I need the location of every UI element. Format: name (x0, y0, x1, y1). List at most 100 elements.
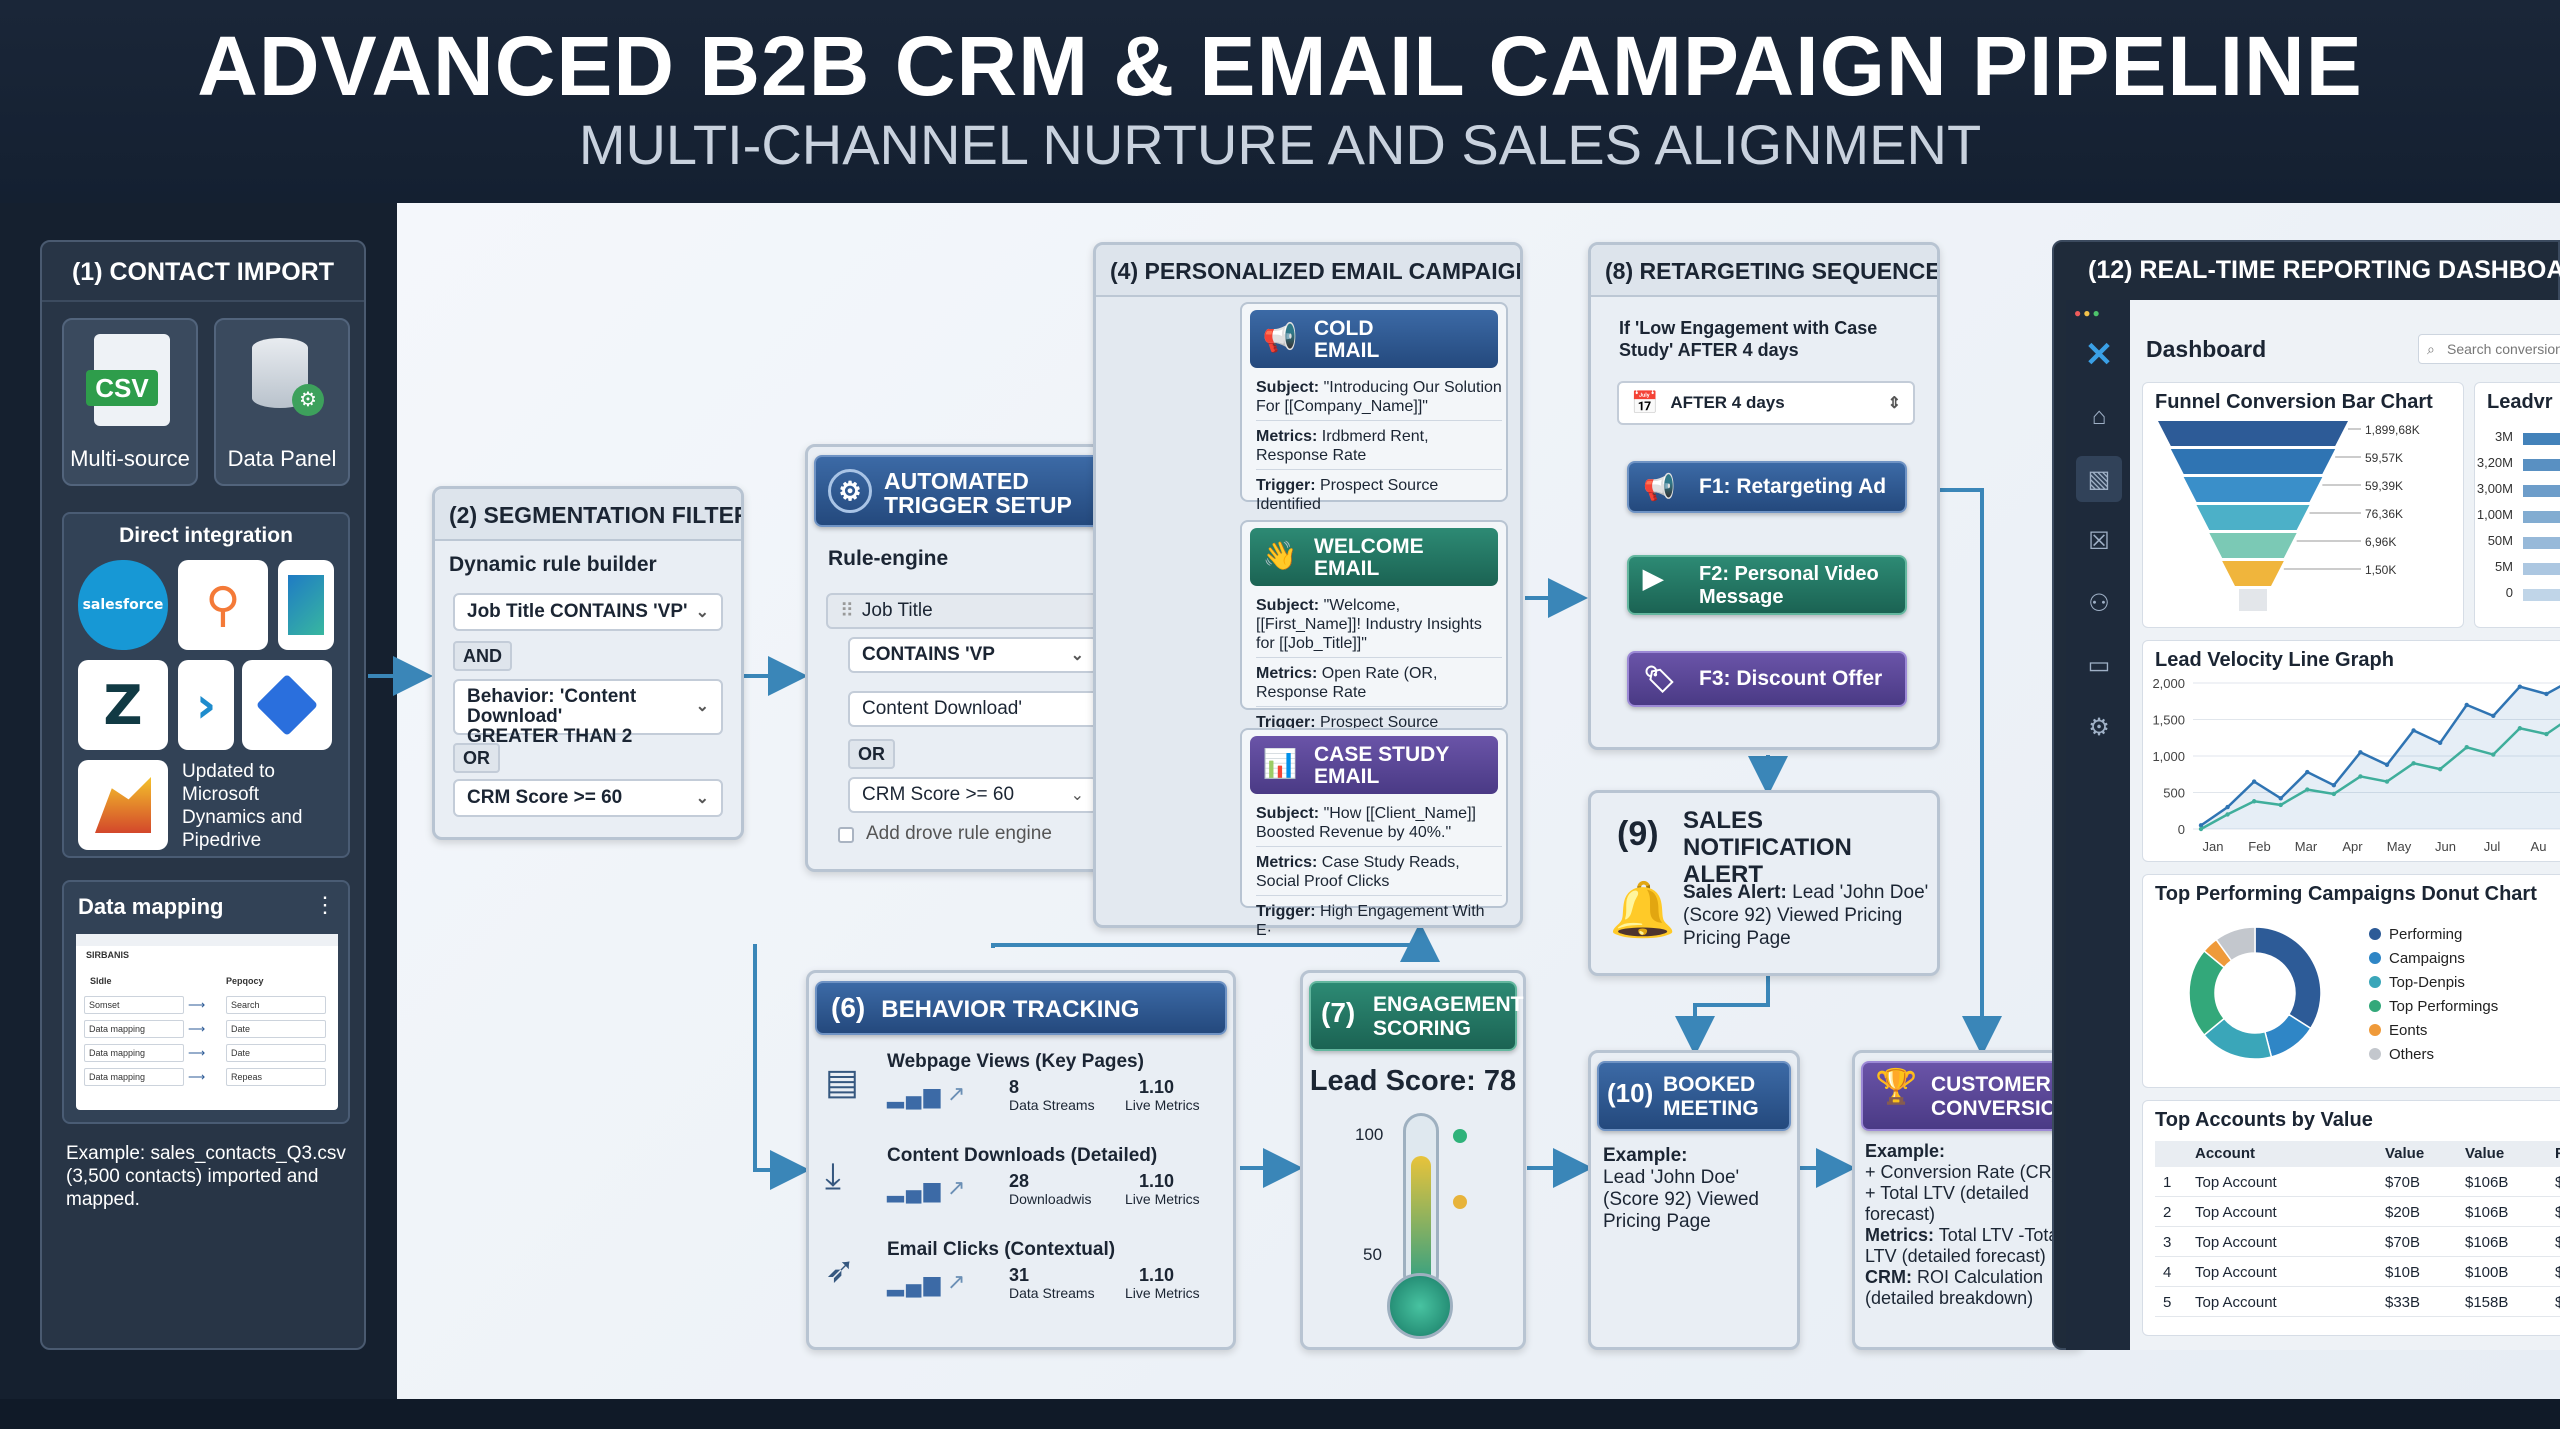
gear-icon[interactable]: ⚙ (2088, 713, 2110, 741)
crm-score-rule[interactable]: CRM Score >= 60⌄ (453, 779, 723, 817)
job-title-rule[interactable]: Job Title CONTAINS 'VP'⌄ (453, 593, 723, 631)
jira-icon[interactable] (242, 660, 332, 750)
data-point (2437, 766, 2443, 772)
retargeting-ad-label: F1: Retargeting Ad (1699, 475, 1887, 498)
home-icon[interactable]: ⌂ (2091, 403, 2107, 430)
card-icon[interactable]: ▭ (2087, 651, 2111, 679)
behavior-metric-sublabel: Live Metrics (1125, 1097, 1200, 1113)
chevron-down-icon: ⌄ (1070, 787, 1084, 804)
behavior-rule[interactable]: Behavior: 'Content Download'GREATER THAN… (453, 679, 723, 747)
segmentation-title: (2) SEGMENTATION FILTERS (435, 489, 741, 541)
job-title-field[interactable]: ⠿Job Title⋮ (826, 593, 1118, 629)
mapping-target-field: Repeas (226, 1068, 326, 1086)
chevron-down-icon: ⌄ (695, 790, 709, 807)
trend-icon: ↗ (947, 1081, 966, 1106)
more-vert-icon[interactable]: ⋮ (314, 892, 336, 917)
trend-icon: ↗ (947, 1175, 966, 1200)
direct-integration-label: Direct integration (119, 524, 293, 547)
leadv-bar (2523, 459, 2560, 471)
x-tick-label: Feb (2248, 839, 2270, 854)
cold-email-title-2: EMAIL (1314, 339, 1380, 362)
multi-source-tile[interactable]: CSV Multi-source (62, 318, 198, 486)
table-cell: 2 (2163, 1204, 2172, 1221)
thermometer-fill (1411, 1156, 1431, 1289)
retargeting-ad-step[interactable]: 📢F1: Retargeting Ad (1627, 461, 1907, 513)
data-point (2384, 779, 2390, 784)
trigger-title-line2: TRIGGER SETUP (884, 492, 1072, 518)
add-rule-label: Add drove rule engine (866, 823, 1052, 844)
crm-label: CRM: (1865, 1267, 1912, 1287)
leadv-bar (2523, 511, 2560, 523)
table-cell: $10B (2385, 1264, 2421, 1281)
mapping-source-field: Data mapping (84, 1044, 184, 1062)
microsoft-dynamics-icon[interactable] (278, 560, 334, 650)
or-operator[interactable]: OR (848, 739, 895, 769)
leadv-axis-label: 3,00M (2476, 481, 2513, 496)
metrics-label: Metrics: (1256, 665, 1318, 682)
data-point (2464, 745, 2469, 750)
data-point (2358, 750, 2363, 755)
table-cell: Top Account (2195, 1234, 2277, 1251)
email-campaigns-title: (4) PERSONALIZED EMAIL CAMPAIGNS (1096, 245, 1520, 297)
salesforce-icon[interactable]: salesforce (78, 560, 168, 650)
delay-select[interactable]: 📅AFTER 4 days⇕ (1617, 381, 1915, 425)
cold-email-title-1: COLD (1314, 317, 1374, 340)
app-logo-icon[interactable]: ✕ (2084, 336, 2114, 374)
funnel-stage (2183, 477, 2323, 502)
close-icon[interactable]: ☒ (2088, 527, 2110, 555)
database-icon: ⚙ (252, 338, 324, 418)
discount-offer-step[interactable]: 🏷F3: Discount Offer (1627, 651, 1907, 707)
behavior-tracking-panel: (6)BEHAVIOR TRACKING ▤Webpage Views (Key… (806, 970, 1236, 1350)
crm-score-select[interactable]: CRM Score >= 60⌄ (848, 777, 1098, 813)
content-download-field[interactable]: Content Download'⋮ (848, 691, 1118, 727)
csv-icon-label: CSV (86, 370, 158, 406)
contact-import-panel: (1) CONTACT IMPORT CSV Multi-source ⚙ Da… (40, 240, 366, 1350)
and-operator[interactable]: AND (453, 641, 512, 671)
welcome-email-subject: "Welcome, [[First_Name]]! Industry Insig… (1256, 597, 1482, 652)
calendar-icon: 📅 (1631, 390, 1659, 415)
data-point (2384, 762, 2390, 767)
meeting-title-1: BOOKED (1663, 1073, 1756, 1096)
y-tick-label: 1,500 (2152, 713, 2185, 728)
donut-chart-card: Top Performing Campaigns Donut Chart Per… (2142, 874, 2560, 1088)
or-operator[interactable]: OR (453, 743, 500, 773)
behavior-count: 31 (1009, 1265, 1030, 1285)
subject-label: Subject: (1256, 597, 1320, 614)
contains-select[interactable]: CONTAINS 'VP⌄ (848, 637, 1098, 673)
behavior-rule-text: Behavior: 'Content Download' (467, 686, 637, 727)
chart-icon[interactable]: ▧ (2076, 456, 2122, 502)
data-point (2225, 812, 2230, 817)
mini-bar-icon: ▂▄▆ (887, 1177, 943, 1202)
search-input[interactable]: ⌕Search conversion (2418, 334, 2560, 364)
zendesk-icon[interactable]: Z (78, 660, 168, 750)
dynamics-chevron-icon[interactable]: › (178, 660, 234, 750)
users-icon[interactable]: ⚇ (2088, 589, 2110, 617)
funnel-stage (2196, 505, 2310, 530)
power-bi-icon[interactable] (78, 760, 168, 850)
data-panel-tile[interactable]: ⚙ Data Panel (214, 318, 350, 486)
meeting-title-2: MEETING (1663, 1097, 1759, 1120)
behavior-metric-label: Email Clicks (Contextual) (887, 1239, 1116, 1260)
y-tick-label: 1,000 (2152, 749, 2185, 764)
data-point (2491, 713, 2496, 719)
hubspot-icon[interactable]: ⚲ (178, 560, 268, 650)
table-header-cell: Value (2465, 1145, 2505, 1162)
add-rule-checkbox[interactable] (838, 827, 854, 843)
x-tick-label: Mar (2295, 839, 2318, 854)
